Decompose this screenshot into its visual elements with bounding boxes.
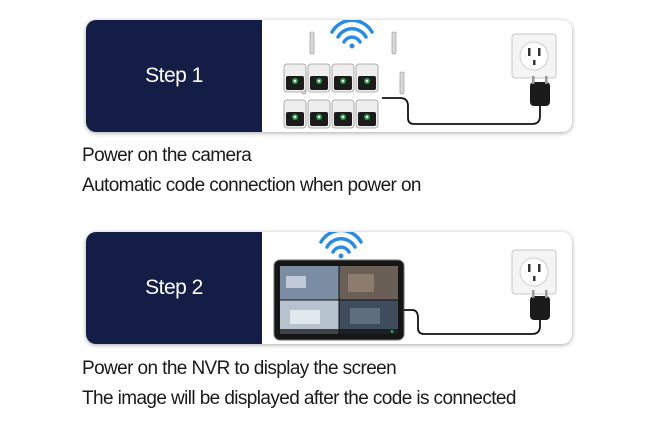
step-1-illustration-svg — [283, 20, 557, 129]
step-1-description-line-2: Automatic code connection when power on — [82, 175, 421, 196]
step-1-illustration — [262, 20, 572, 132]
step-1-description-line-1: Power on the camera — [82, 145, 252, 166]
step-1-card: Step 1 — [86, 20, 572, 132]
step-2-description-line-1: Power on the NVR to display the screen — [82, 358, 397, 379]
step-1-label: Step 1 — [86, 20, 262, 132]
step-2-illustration — [262, 232, 572, 344]
step-2-label: Step 2 — [86, 232, 262, 344]
camera-icon — [283, 63, 379, 129]
wall-outlet-icon — [511, 33, 557, 79]
nvr-monitor-icon — [273, 259, 405, 341]
power-plug-icon — [530, 76, 550, 106]
wall-outlet-icon — [511, 249, 557, 295]
power-cable — [382, 97, 541, 125]
step-2-description-line-2: The image will be displayed after the co… — [82, 388, 516, 409]
step-2-illustration-svg — [273, 232, 557, 341]
wifi-signal-icon — [330, 20, 374, 49]
power-cable — [404, 309, 541, 335]
wifi-signal-icon — [319, 232, 363, 259]
step-2-card: Step 2 — [86, 232, 572, 344]
power-plug-icon — [530, 290, 550, 320]
